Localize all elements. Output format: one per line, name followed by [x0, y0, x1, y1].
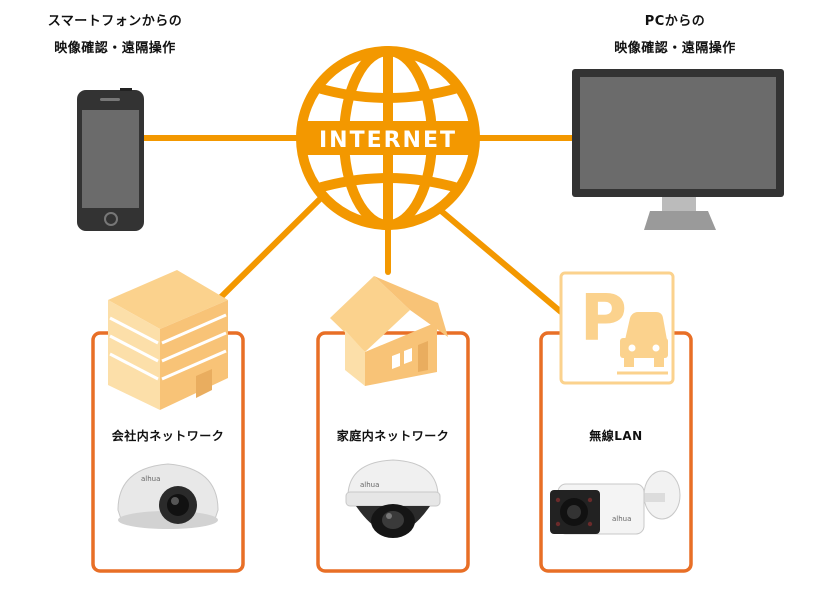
pc-caption: PCからの 映像確認・遠隔操作 — [570, 8, 780, 62]
dome-camera: alhua — [345, 459, 441, 538]
office-network-label: 会社内ネットワーク — [111, 429, 225, 443]
pc-caption-line1: PCからの — [644, 14, 706, 29]
office-building-icon — [108, 270, 228, 410]
smartphone-caption-line2: 映像確認・遠隔操作 — [54, 41, 176, 56]
home-network-label: 家庭内ネットワーク — [336, 429, 450, 443]
line-wlan — [437, 207, 564, 315]
dome-brand: alhua — [360, 481, 379, 489]
mini-dome-brand: alhua — [141, 475, 160, 483]
house-icon — [330, 276, 448, 386]
parking-icon: P — [559, 271, 675, 385]
mini-dome-camera: alhua — [117, 463, 219, 529]
smartphone-caption: スマートフォンからの 映像確認・遠隔操作 — [10, 8, 220, 62]
internet-label: INTERNET — [319, 128, 457, 153]
pc-monitor-icon — [572, 69, 784, 230]
svg-text:P: P — [580, 282, 627, 356]
pc-caption-line2: 映像確認・遠隔操作 — [614, 41, 736, 56]
line-office — [215, 193, 326, 303]
home-network-box — [316, 331, 470, 573]
bullet-camera: alhua — [550, 470, 681, 535]
wireless-lan-label: 無線LAN — [589, 429, 643, 443]
smartphone-caption-line1: スマートフォンからの — [47, 14, 183, 29]
smartphone-icon — [77, 88, 144, 231]
bullet-brand: alhua — [612, 515, 631, 523]
internet-globe-icon: INTERNET — [296, 46, 480, 230]
